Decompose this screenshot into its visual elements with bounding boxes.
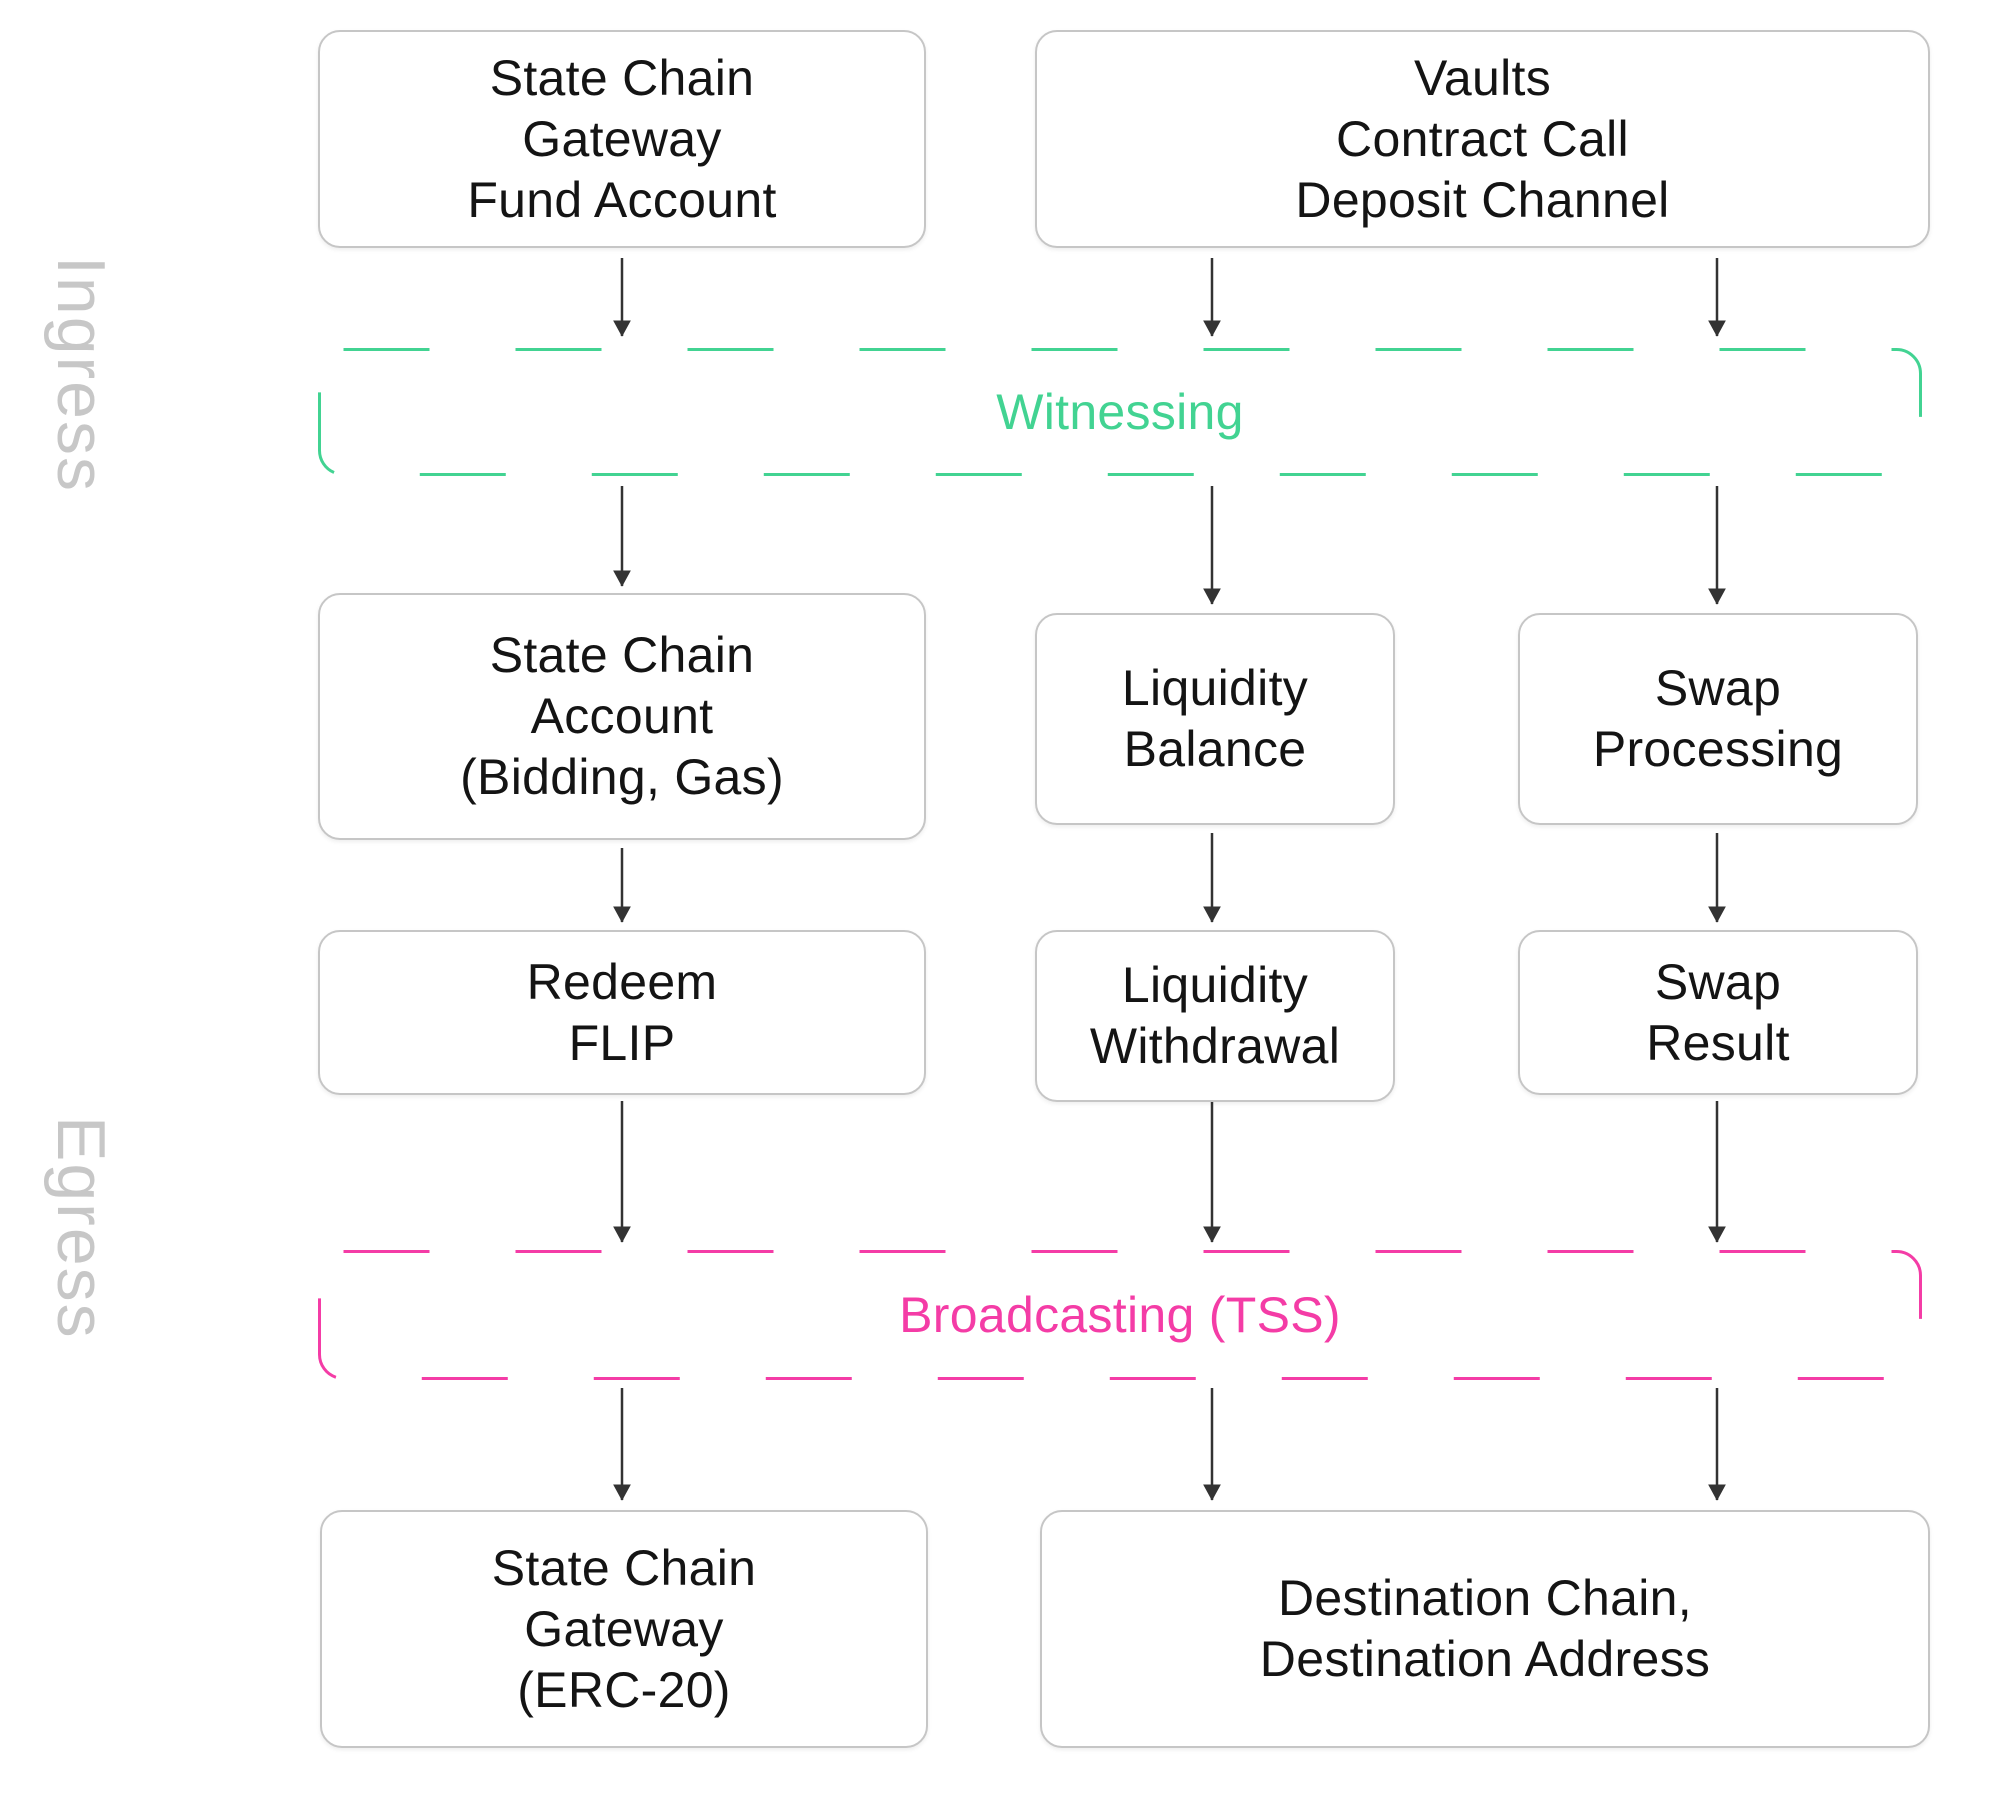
node-state-chain-account: State Chain Account (Bidding, Gas) [318, 593, 926, 840]
broadcasting-band-dashed-rect [318, 1250, 1922, 1380]
witnessing-band-dashed-rect [318, 348, 1922, 476]
node-label: State Chain Gateway (ERC-20) [491, 1539, 757, 1718]
node-destination-chain-address: Destination Chain, Destination Address [1040, 1510, 1930, 1748]
node-label: Vaults Contract Call Deposit Channel [1295, 49, 1670, 228]
witnessing-label: Witnessing [996, 384, 1244, 440]
node-label: Liquidity Withdrawal [1089, 957, 1341, 1074]
node-liquidity-withdrawal: Liquidity Withdrawal [1035, 930, 1395, 1102]
node-label: Redeem FLIP [526, 953, 718, 1071]
broadcasting-band-border [318, 1250, 1922, 1380]
node-label: Liquidity Balance [1121, 660, 1309, 777]
node-label: State Chain Gateway Fund Account [467, 49, 777, 228]
ingress-side-label: Ingress [43, 256, 119, 493]
node-vaults-contract-call-deposit-channel: Vaults Contract Call Deposit Channel [1035, 30, 1930, 248]
broadcasting-label: Broadcasting (TSS) [899, 1287, 1341, 1343]
egress-side-label: Egress [43, 1116, 119, 1340]
node-state-chain-gateway-erc20: State Chain Gateway (ERC-20) [320, 1510, 928, 1748]
node-swap-result: Swap Result [1518, 930, 1918, 1095]
node-label: Swap Result [1646, 953, 1790, 1071]
witnessing-band: Witnessing [318, 348, 1922, 476]
node-liquidity-balance: Liquidity Balance [1035, 613, 1395, 825]
witnessing-band-border [318, 348, 1922, 476]
node-redeem-flip: Redeem FLIP [318, 930, 926, 1095]
node-state-chain-gateway-fund-account: State Chain Gateway Fund Account [318, 30, 926, 248]
node-label: Destination Chain, Destination Address [1259, 1570, 1711, 1687]
node-swap-processing: Swap Processing [1518, 613, 1918, 825]
node-label: Swap Processing [1592, 660, 1844, 777]
node-label: State Chain Account (Bidding, Gas) [460, 627, 784, 805]
broadcasting-band: Broadcasting (TSS) [318, 1250, 1922, 1380]
